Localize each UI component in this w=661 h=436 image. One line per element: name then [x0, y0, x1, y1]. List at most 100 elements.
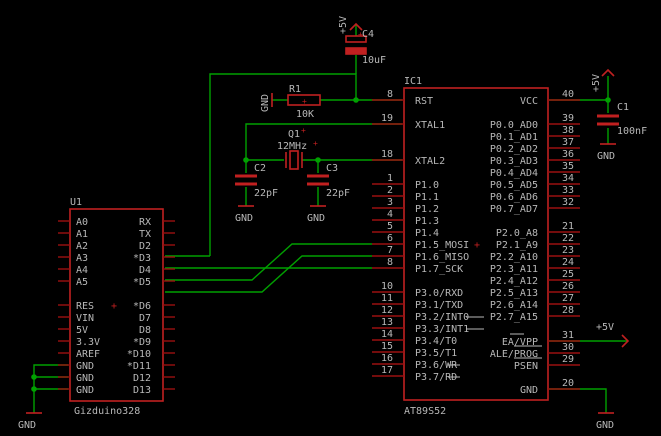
- u1-pin-label-d12: D12: [133, 373, 151, 384]
- ic1-pin-label-p2-4-a12: P2.4_A12: [490, 276, 538, 287]
- junctions: [31, 97, 611, 392]
- c4-plate-bottom: [345, 47, 367, 55]
- junction-gnd2: [31, 386, 37, 392]
- ic1-pin-num-p2-5-a13: 26: [562, 281, 574, 292]
- u1-pin-label-d8: D8: [139, 325, 151, 336]
- ic1-part: AT89S52: [404, 406, 446, 417]
- ic1-pin-num-p1-6-miso: 7: [387, 245, 393, 256]
- ic1-pin-label-p2-0-a8: P2.0_A8: [496, 228, 538, 239]
- q1: Q1 + 12MHz +: [277, 126, 318, 170]
- ic1-pin-label-p1-6-miso: P1.6_MISO: [415, 252, 469, 263]
- r1-value: 10K: [296, 109, 314, 120]
- u1-pin-label-gnd-13: GND: [76, 385, 94, 396]
- c1: C1 100nF: [597, 102, 647, 137]
- ic1-pin-num-ea-vpp: 31: [562, 330, 574, 341]
- ic1-pin-num-p0-4-ad4: 35: [562, 161, 574, 172]
- ic1-pin-num-p1-7-sck: 8: [387, 257, 393, 268]
- c1-value: 100nF: [617, 126, 647, 137]
- c2-value: 22pF: [254, 188, 278, 199]
- c4-plus: +: [358, 30, 363, 39]
- ic1-pin-label-p3-5-t1: P3.5/T1: [415, 348, 457, 359]
- ic1-pin-label-p3-3-int1: P3.3/INT1: [415, 324, 469, 335]
- q1-name: Q1: [288, 129, 300, 140]
- ic1-pin-label-p2-2-a10: P2.2_A10: [490, 252, 538, 263]
- u1-pin-label-a4-4: A4: [76, 265, 88, 276]
- gnd-r1-label: GND: [260, 94, 271, 112]
- ic1-pin-label-p3-7-rd: P3.7/RD: [415, 372, 457, 383]
- vcc-c1-label: +5V: [591, 74, 602, 92]
- ic1-pin-num-p3-3-int1: 13: [381, 317, 393, 328]
- wires: [33, 24, 628, 413]
- u1-pin-label-d5: *D5: [133, 277, 151, 288]
- wire-u1-gnd: [33, 364, 68, 413]
- ic1-pin-label-vcc: VCC: [520, 96, 538, 107]
- u1-pin-label-vin-7: VIN: [76, 313, 94, 324]
- ic1-pin-num-p2-3-a11: 24: [562, 257, 574, 268]
- ic1-pin-label-p3-6-wr: P3.6/WR: [415, 360, 458, 371]
- ic1-pin-label-p0-4-ad4: P0.4_AD4: [490, 168, 538, 179]
- c4: + C4 10uF: [345, 29, 386, 66]
- vcc-c4-arrow: [349, 22, 363, 31]
- ic1-pin-label-p0-2-ad2: P0.2_AD2: [490, 144, 538, 155]
- ic1-pin-num-p1-0: 1: [387, 173, 393, 184]
- u1-pin-label-d6: *D6: [133, 301, 151, 312]
- ic1-pin-num-p0-3-ad3: 36: [562, 149, 574, 160]
- u1-pin-label-a1-1: A1: [76, 229, 88, 240]
- wire-xtal1: [245, 123, 402, 160]
- ic1: IC1 AT89S52 8RST19XTAL118XTAL21P1.02P1.1…: [372, 76, 580, 417]
- ic1-pin-num-xtal2: 18: [381, 149, 393, 160]
- ic1-pin-label-p1-7-sck: P1.7_SCK: [415, 264, 463, 275]
- r1-name: R1: [289, 84, 301, 95]
- ic1-pin-label-p1-3: P1.3: [415, 216, 439, 227]
- ic1-pin-num-p1-5-mosi: 6: [387, 233, 393, 244]
- ic1-pin-num-rst: 8: [387, 89, 393, 100]
- ic1-pin-label-xtal1: XTAL1: [415, 120, 445, 131]
- ic1-pin-num-p0-7-ad7: 32: [562, 197, 574, 208]
- supply-symbols: +5V +5V +5V GND GND GND GND GND GND: [18, 16, 630, 431]
- u1-pin-label-a5-5: A5: [76, 277, 88, 288]
- ic1-pin-num-p0-5-ad5: 34: [562, 173, 574, 184]
- q1-mark2: +: [313, 139, 318, 148]
- ic1-pin-num-vcc: 40: [562, 89, 574, 100]
- u1-pin-label-3-3v-9: 3.3V: [76, 337, 100, 348]
- u1-pin-label-d10: *D10: [127, 349, 151, 360]
- r1-body: [287, 94, 321, 106]
- u1-pin-label-aref-10: AREF: [76, 349, 100, 360]
- ic1-name: IC1: [404, 76, 422, 87]
- gnd-c3-label: GND: [307, 213, 325, 224]
- vcc-ea-arrow: [621, 334, 630, 348]
- ic1-pin-num-psen: 29: [562, 354, 574, 365]
- u1-pin-label-a2-2: A2: [76, 241, 88, 252]
- ic1-pin-label-p0-0-ad0: P0.0_AD0: [490, 120, 538, 131]
- ic1-pin-num-p1-3: 4: [387, 209, 393, 220]
- ic1-pin-num-p0-6-ad6: 33: [562, 185, 574, 196]
- wire-d4-mosi: [165, 243, 372, 281]
- u1-pin-label-tx: TX: [139, 229, 151, 240]
- u1-pin-label-a0-0: A0: [76, 217, 88, 228]
- q1-value: 12MHz: [277, 141, 307, 152]
- c1-name: C1: [617, 102, 629, 113]
- ic1-pin-num-p3-5-t1: 15: [381, 341, 393, 352]
- junction-c2: [243, 157, 249, 163]
- u1-pin-label-d2: D2: [139, 241, 151, 252]
- ic1-pin-num-p3-6-wr: 16: [381, 353, 393, 364]
- ic1-pin-num-p2-6-a14: 27: [562, 293, 574, 304]
- ic1-pin-label-p1-1: P1.1: [415, 192, 439, 203]
- r1: + R1 10K: [287, 84, 321, 120]
- ic1-pin-num-p3-2-int0: 12: [381, 305, 393, 316]
- vcc-ea-label: +5V: [596, 322, 614, 333]
- u1-pin-label-d13: D13: [133, 385, 151, 396]
- wire-ic1-gnd: [548, 388, 607, 413]
- u1-pin-label-d11: *D11: [127, 361, 151, 372]
- ic1-pin-num-xtal1: 19: [381, 113, 393, 124]
- gnd-ic1-label: GND: [596, 420, 614, 431]
- ic1-pin-num-p3-1-txd: 11: [381, 293, 393, 304]
- ic1-pin-label-xtal2: XTAL2: [415, 156, 445, 167]
- vcc-c1-arrow: [601, 68, 615, 77]
- u1-pin-label-gnd-11: GND: [76, 361, 94, 372]
- ic1-pin-label-p1-2: P1.2: [415, 204, 439, 215]
